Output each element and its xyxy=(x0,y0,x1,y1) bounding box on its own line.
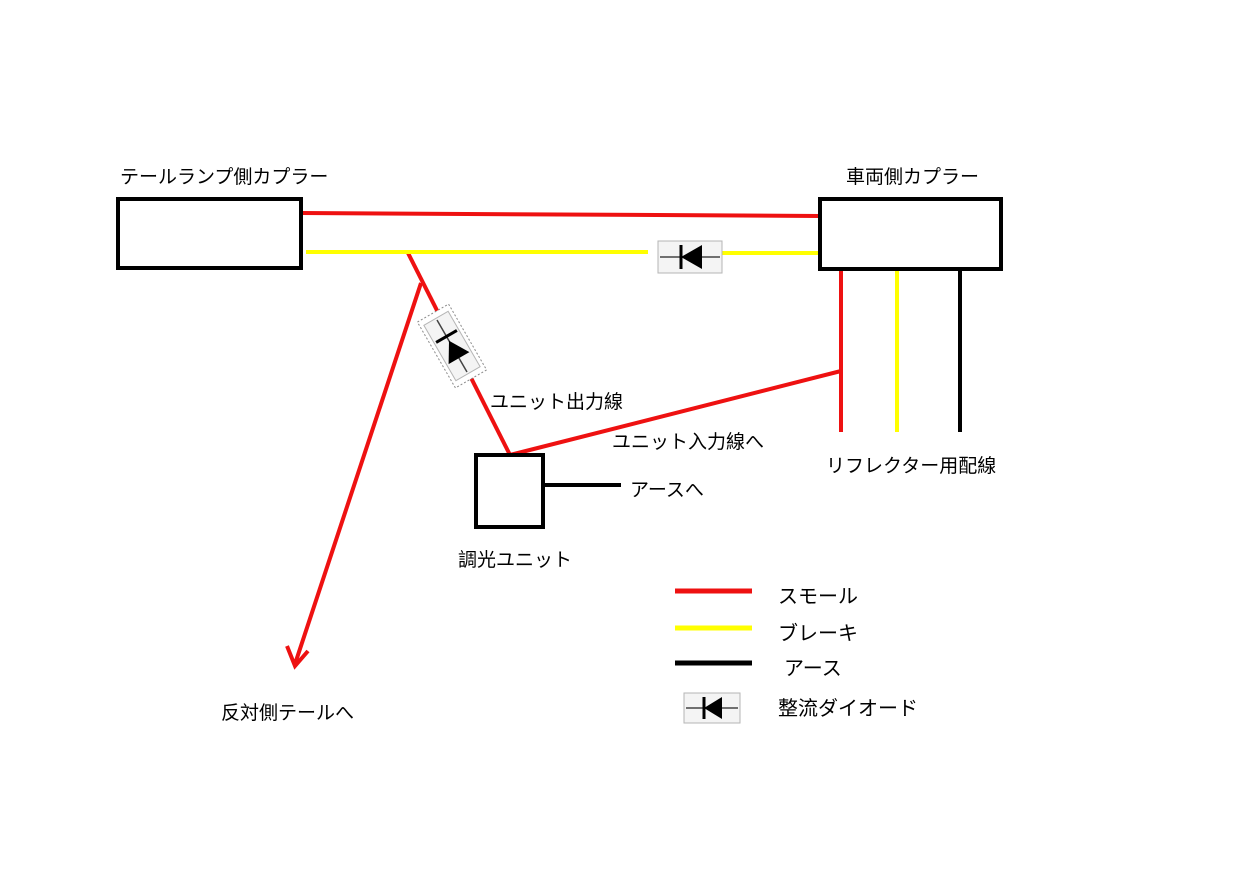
legend-label-ground: アース xyxy=(784,656,842,680)
label-unit-output: ユニット出力線 xyxy=(490,391,623,413)
vehicle-coupler-box xyxy=(818,197,1003,271)
label-to-other-tail: 反対側テールへ xyxy=(221,702,354,724)
dimmer-unit-box xyxy=(474,453,545,529)
label-to-ground: アースへ xyxy=(630,479,704,501)
arrow-head xyxy=(285,645,310,670)
small-wires xyxy=(285,211,843,670)
small-wire-unit-input xyxy=(509,369,842,457)
legend: スモール ブレーキ アース 整流ダイオード xyxy=(675,584,918,724)
label-tail-coupler: テールランプ側カプラー xyxy=(120,166,328,188)
legend-label-small: スモール xyxy=(778,584,858,608)
diode-brake-line xyxy=(657,240,723,274)
legend-diode-icon xyxy=(683,692,741,724)
ground-wires xyxy=(543,269,962,487)
diode-unit-output xyxy=(416,303,488,389)
label-vehicle-coupler: 車両側カプラー xyxy=(846,166,979,188)
brake-wires xyxy=(306,250,899,432)
label-dimmer-unit: 調光ユニット xyxy=(458,549,572,571)
tail-coupler-box xyxy=(116,197,303,270)
label-unit-input: ユニット入力線へ xyxy=(612,431,764,453)
small-wire-to-other-tail xyxy=(293,282,423,665)
legend-label-diode: 整流ダイオード xyxy=(778,696,918,720)
legend-label-brake: ブレーキ xyxy=(778,621,858,645)
label-reflector-wiring: リフレクター用配線 xyxy=(826,455,996,477)
small-wire-couplers xyxy=(300,211,821,218)
